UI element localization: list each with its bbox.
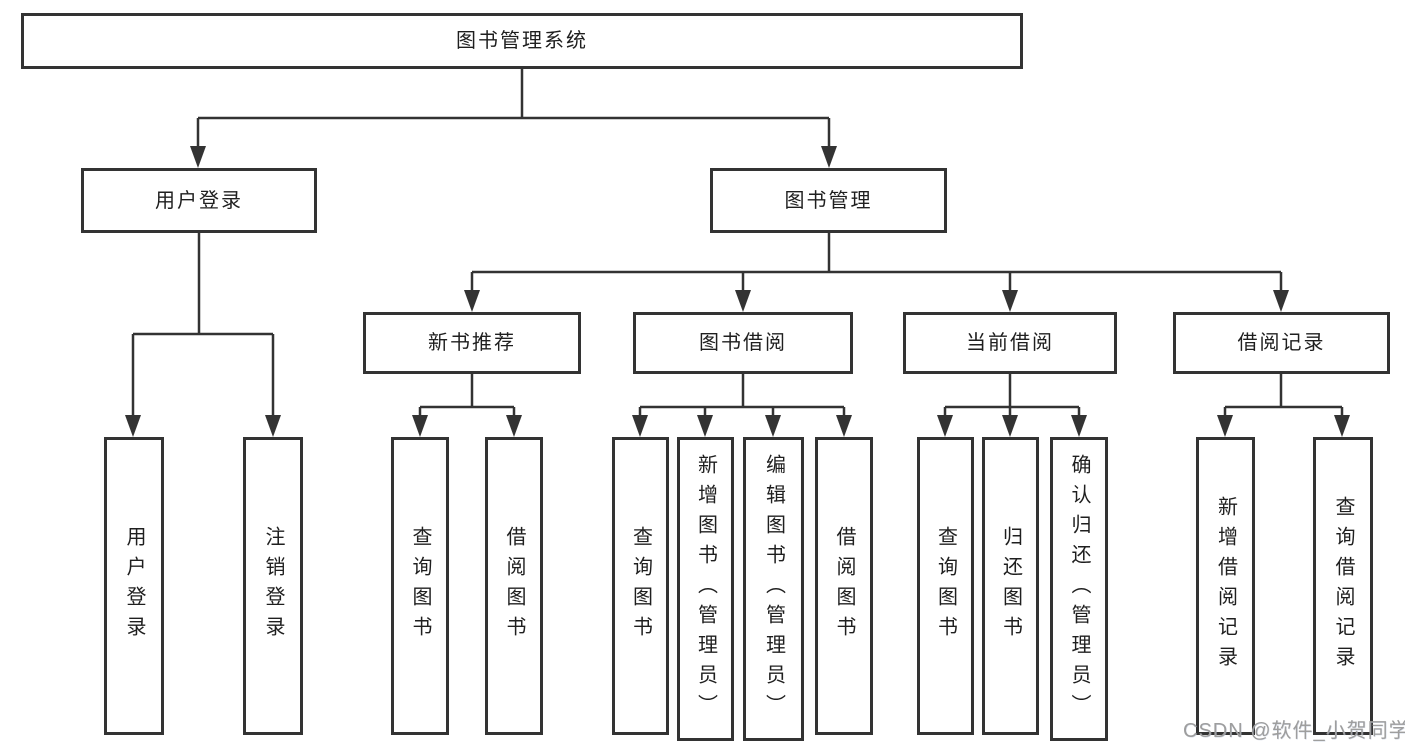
leaf-borrow-books-recommend: 借阅图书 — [485, 437, 543, 735]
node-current-borrow: 当前借阅 — [903, 312, 1117, 374]
node-root-system: 图书管理系统 — [21, 13, 1023, 69]
node-user-login-group: 用户登录 — [81, 168, 317, 233]
leaf-confirm-return-admin: 确认归还（管理员） — [1050, 437, 1108, 741]
leaf-query-books-borrow: 查询图书 — [612, 437, 669, 735]
leaf-user-login: 用户登录 — [104, 437, 164, 735]
leaf-query-borrow-record: 查询借阅记录 — [1313, 437, 1373, 735]
leaf-query-books-current: 查询图书 — [917, 437, 974, 735]
leaf-add-books-admin: 新增图书（管理员） — [677, 437, 734, 741]
leaf-add-borrow-record: 新增借阅记录 — [1196, 437, 1255, 735]
leaf-logout: 注销登录 — [243, 437, 303, 735]
leaf-query-books-recommend: 查询图书 — [391, 437, 449, 735]
leaf-edit-books-admin: 编辑图书（管理员） — [743, 437, 804, 741]
node-new-book-recommend: 新书推荐 — [363, 312, 581, 374]
csdn-watermark: CSDN @软件_小贺同学 — [1183, 720, 1405, 742]
leaf-return-books: 归还图书 — [982, 437, 1039, 735]
node-borrow-records: 借阅记录 — [1173, 312, 1390, 374]
node-book-borrow: 图书借阅 — [633, 312, 853, 374]
node-book-management-group: 图书管理 — [710, 168, 947, 233]
leaf-borrow-books: 借阅图书 — [815, 437, 873, 735]
